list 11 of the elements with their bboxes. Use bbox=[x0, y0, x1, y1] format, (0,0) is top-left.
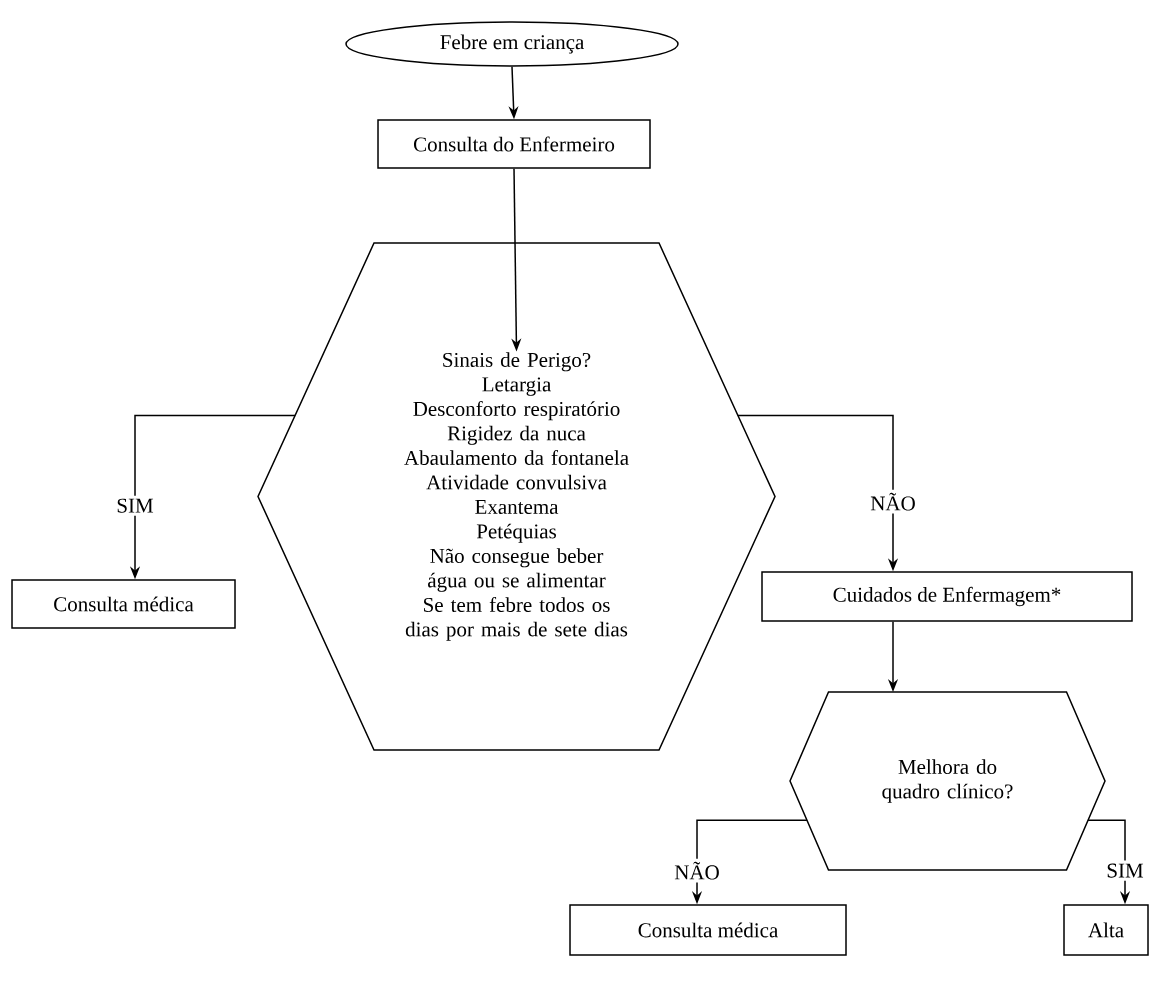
process-box: Consulta do Enfermeiro bbox=[377, 119, 651, 169]
process-box: Alta bbox=[1063, 904, 1149, 956]
edge-label: SIM bbox=[1103, 860, 1147, 881]
decision-hexagon: Melhora do quadro clínico? bbox=[789, 691, 1106, 871]
decision-hexagon: Sinais de Perigo? Letargia Desconforto respiratório Rigidez da nuca Abaulamento da fontanela Atividade convulsiva Exantema Petéquias Não consegue beber água ou se alimentar Se tem febre todos os dias por mais de sete dias bbox=[257, 242, 776, 751]
edge-label: NÃO bbox=[867, 489, 919, 514]
process-box: Cuidados de Enfermagem* bbox=[761, 571, 1133, 622]
edge-label: SIM bbox=[113, 495, 157, 516]
edge-label: NÃO bbox=[671, 858, 723, 883]
process-box: Consulta médica bbox=[11, 579, 236, 629]
process-box: Consulta médica bbox=[569, 904, 847, 956]
